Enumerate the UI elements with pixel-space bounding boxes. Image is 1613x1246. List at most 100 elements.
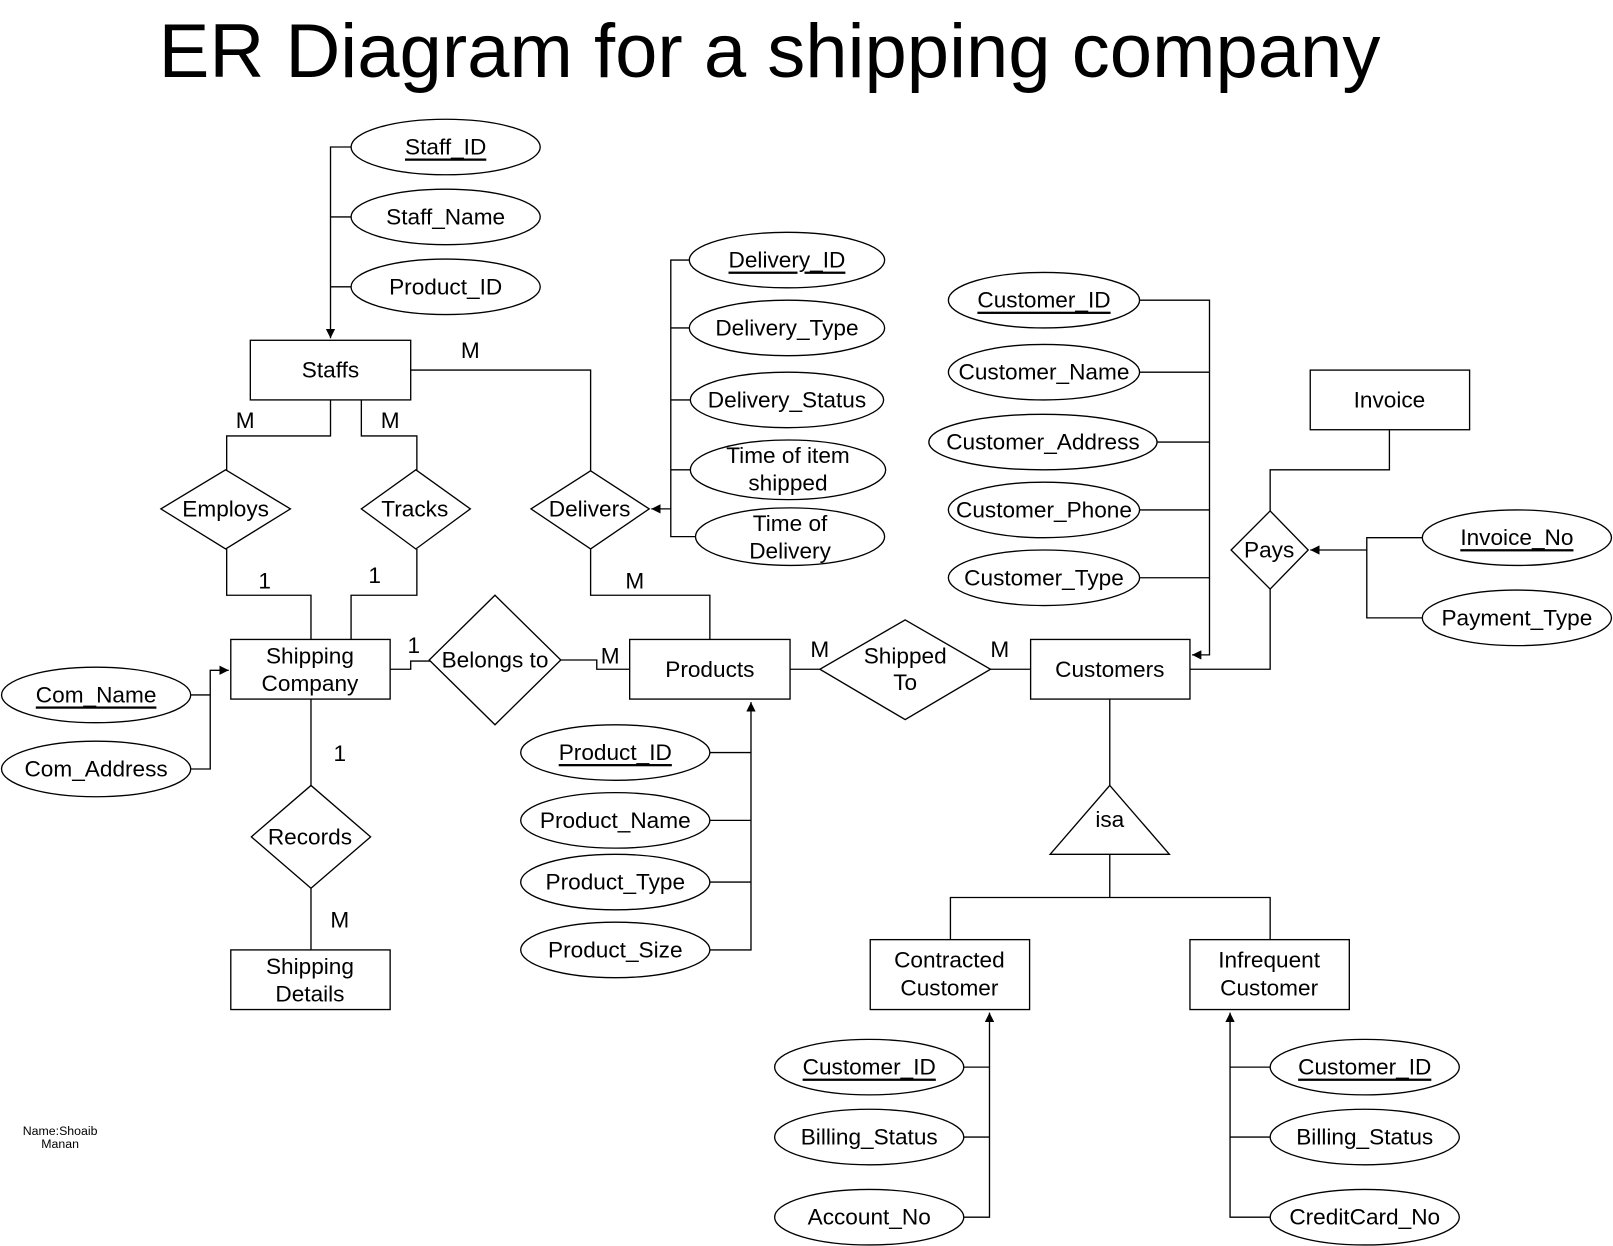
entity-label: Customer [900, 975, 998, 1000]
attribute-contracted-customer-id[interactable]: Customer_ID [773, 1038, 965, 1096]
connector-line [325, 146, 352, 339]
entity-label: Invoice [1354, 387, 1426, 412]
connector-line [1189, 589, 1271, 670]
entity-label: Shipping [266, 643, 354, 668]
author-label: Name:Shoaib Manan [23, 1124, 98, 1151]
attribute-customer-name[interactable]: Customer_Name [947, 343, 1141, 401]
attribute-label: Time of [753, 511, 828, 536]
attribute-label: Customer_ID [977, 288, 1110, 313]
entity-label: Contracted [894, 948, 1005, 973]
cardinality-label: M [461, 338, 480, 363]
attribute-label: Billing_Status [801, 1125, 938, 1150]
isa-triangle[interactable]: isa [1048, 784, 1171, 855]
connector-line [589, 548, 711, 640]
entity-invoice[interactable]: Invoice [1309, 369, 1471, 431]
relationship-belongs-to[interactable]: Belongs to [428, 594, 562, 726]
attribute-com-address[interactable]: Com_Address [0, 740, 192, 798]
attribute-account-no[interactable]: Account_No [773, 1188, 965, 1246]
attribute-delivery-type[interactable]: Delivery_Type [688, 299, 886, 357]
attribute-label: Customer_ID [1298, 1055, 1431, 1080]
attribute-label: CreditCard_No [1289, 1205, 1440, 1230]
attribute-staff-product-id[interactable]: Product_ID [350, 258, 541, 316]
attribute-label: Billing_Status [1296, 1125, 1433, 1150]
entity-label: Staffs [302, 358, 359, 383]
attribute-delivery-id[interactable]: Delivery_ID [688, 231, 886, 289]
relationship-label: Belongs to [442, 648, 549, 673]
relationship-pays[interactable]: Pays [1230, 509, 1310, 591]
connector-line [670, 259, 696, 538]
relationship-label: Records [268, 824, 352, 849]
connector-line [709, 702, 756, 951]
attribute-label: Staff_ID [405, 135, 486, 160]
relationship-delivers[interactable]: Delivers [529, 470, 651, 550]
attribute-infrequent-customer-id[interactable]: Customer_ID [1269, 1038, 1460, 1096]
relationship-records[interactable]: Records [250, 784, 372, 890]
attribute-contracted-billing-status[interactable]: Billing_Status [773, 1108, 965, 1166]
attribute-label: Com_Name [36, 682, 157, 707]
cardinality-label: M [236, 408, 255, 433]
attribute-product-type[interactable]: Product_Type [520, 853, 711, 911]
relationship-shipped-to[interactable]: Shipped To [818, 619, 992, 721]
attribute-time-item-shipped[interactable]: Time of item shipped [689, 439, 887, 501]
cardinality-label: M [601, 643, 620, 668]
attribute-product-size[interactable]: Product_Size [520, 921, 711, 979]
entity-products[interactable]: Products [629, 638, 791, 700]
relationship-employs[interactable]: Employs [159, 469, 292, 550]
attribute-delivery-status[interactable]: Delivery_Status [689, 371, 885, 429]
attribute-time-of-delivery[interactable]: Time of Delivery [694, 507, 886, 567]
attribute-label: Customer_ID [803, 1055, 936, 1080]
attribute-staff-name[interactable]: Staff_Name [350, 188, 541, 246]
attribute-label: Customer_Address [946, 430, 1140, 455]
entity-staffs[interactable]: Staffs [249, 339, 412, 401]
attribute-staff-id[interactable]: Staff_ID [350, 118, 541, 176]
attribute-label: Payment_Type [1441, 605, 1592, 630]
attribute-label: Invoice_No [1460, 525, 1573, 550]
cardinality-label: M [625, 568, 644, 593]
attribute-label: Customer_Name [959, 360, 1130, 385]
author-line: Manan [41, 1137, 79, 1151]
cardinality-label: 1 [368, 563, 381, 588]
attribute-label: Staff_Name [386, 204, 505, 229]
relationship-label: To [893, 670, 917, 695]
cardinality-labels: M M M 1 1 M 1 M M M 1 M [236, 338, 1009, 933]
attribute-invoice-no[interactable]: Invoice_No [1421, 509, 1613, 567]
entity-shipping-company[interactable]: Shipping Company [230, 638, 391, 700]
relationship-label: Employs [182, 496, 269, 521]
attribute-label: Product_ID [389, 274, 502, 299]
attribute-customer-phone[interactable]: Customer_Phone [947, 481, 1141, 539]
attribute-label: Delivery_ID [729, 248, 846, 273]
entity-infrequent-customer[interactable]: Infrequent Customer [1189, 938, 1350, 1011]
cardinality-label: M [990, 637, 1009, 662]
attribute-customer-id[interactable]: Customer_ID [947, 271, 1141, 329]
relationship-tracks[interactable]: Tracks [360, 468, 472, 550]
entity-label: Customer [1220, 975, 1318, 1000]
cardinality-label: M [381, 408, 400, 433]
relationship-label: Pays [1244, 538, 1294, 563]
entity-shipping-details[interactable]: Shipping Details [230, 949, 391, 1011]
cardinality-label: M [330, 908, 349, 933]
attribute-label: Product_Type [546, 870, 686, 895]
attribute-product-id[interactable]: Product_ID [520, 724, 711, 781]
connector-line [1366, 537, 1423, 619]
entity-customers[interactable]: Customers [1029, 638, 1191, 700]
attribute-label: Delivery [749, 539, 831, 564]
attribute-customer-type[interactable]: Customer_Type [947, 549, 1141, 607]
cardinality-label: 1 [258, 568, 271, 593]
attribute-label: Product_Size [548, 937, 682, 962]
connector-line [390, 660, 432, 670]
attribute-creditcard-no[interactable]: CreditCard_No [1269, 1188, 1460, 1246]
attribute-payment-type[interactable]: Payment_Type [1421, 589, 1613, 647]
relationship-label: Delivers [549, 496, 631, 521]
connector-line [226, 399, 332, 471]
connector-line [949, 896, 1271, 940]
attribute-label: Account_No [808, 1205, 931, 1230]
connector-line [1225, 1012, 1271, 1218]
entity-contracted-customer[interactable]: Contracted Customer [869, 938, 1031, 1011]
attribute-label: Product_Name [540, 808, 691, 833]
attribute-customer-address[interactable]: Customer_Address [928, 413, 1158, 471]
attribute-product-name[interactable]: Product_Name [520, 791, 711, 849]
cardinality-label: M [810, 637, 829, 662]
attribute-infrequent-billing-status[interactable]: Billing_Status [1269, 1108, 1460, 1166]
attribute-com-name[interactable]: Com_Name [0, 666, 192, 724]
